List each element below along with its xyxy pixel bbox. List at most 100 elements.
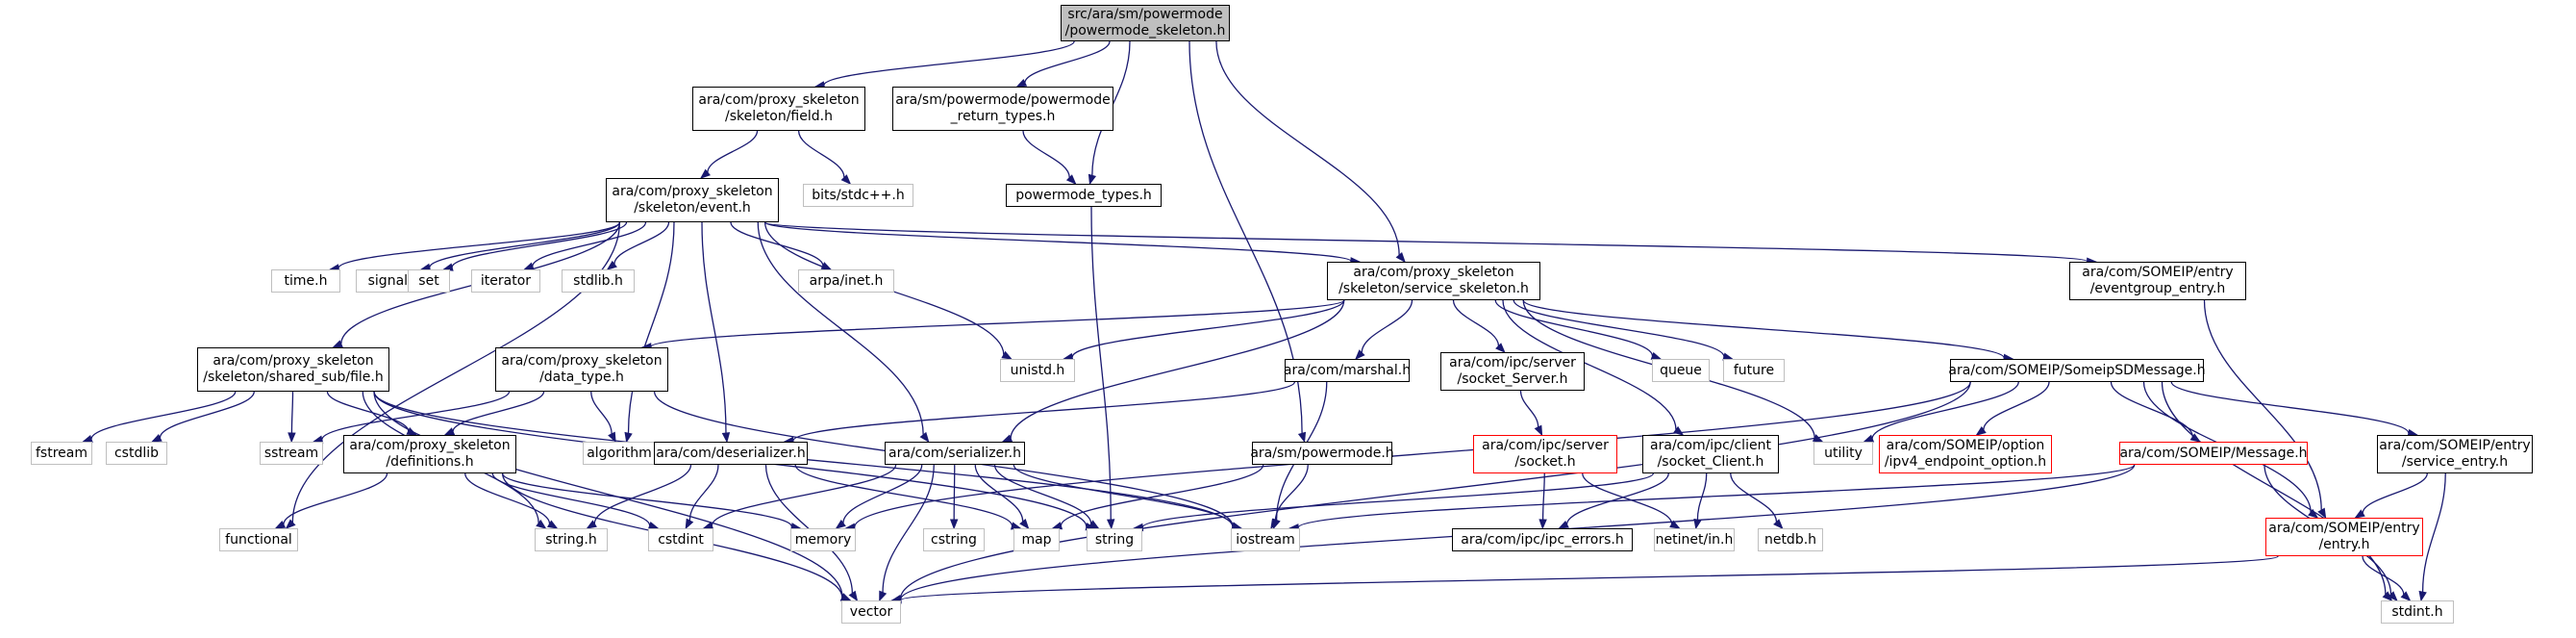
arrowhead-sdmsg-to-entry (2308, 508, 2319, 519)
edge-ser-to-cstdint (711, 464, 897, 526)
node-data-type-h[interactable]: ara/com/proxy_skeleton/data_type.h (495, 347, 668, 392)
node-netinet-in-h[interactable]: netinet/in.h (1654, 528, 1735, 551)
edge-dtype-to-defs (452, 391, 545, 432)
node-powermode-types-h[interactable]: powermode_types.h (1006, 184, 1162, 207)
arrowhead-shfile-to-cstdlib (151, 434, 163, 443)
node-iterator[interactable]: iterator (471, 269, 540, 293)
edge-sockcli-to-string (1141, 472, 1655, 528)
node-someip-sd-message-h[interactable]: ara/com/SOMEIP/SomeipSDMessage.h (1948, 359, 2206, 382)
node-memory[interactable]: memory (790, 528, 856, 551)
arrowhead-svc-to-ser (1001, 434, 1013, 443)
arrowhead-smpm-to-iostream (1270, 518, 1280, 530)
node-socket-h[interactable]: ara/com/ipc/server/socket.h (1473, 435, 1617, 473)
edge-sdmsg-to-message (2110, 381, 2193, 438)
node-string-h[interactable]: string.h (535, 528, 608, 551)
edge-defs-to-functional (283, 472, 388, 525)
node-socket-server-h[interactable]: ara/com/ipc/server/socket_Server.h (1440, 352, 1585, 391)
node-marshal-h[interactable]: ara/com/marshal.h (1284, 359, 1411, 382)
edge-svcentry-to-entry (2362, 472, 2428, 514)
node-netdb-h[interactable]: netdb.h (1758, 528, 1823, 551)
arrowhead-event-to-functional (285, 519, 296, 529)
node-utility[interactable]: utility (1813, 442, 1873, 465)
edge-svcentry-to-stdint (2421, 472, 2446, 593)
arrowhead-sockcli-to-ipcerr (1558, 520, 1569, 529)
node-powermode-return-types-h[interactable]: ara/sm/powermode/powermode_return_types.… (892, 87, 1113, 131)
edge-defs-to-cstdint (491, 472, 651, 526)
edge-deser-to-map (794, 464, 1013, 526)
edge-smpm-to-iostream (1274, 464, 1309, 522)
edge-event-to-iterator (532, 221, 647, 267)
node-cstdlib[interactable]: cstdlib (106, 442, 167, 465)
node-powermode-skeleton-h[interactable]: src/ara/sm/powermode/powermode_skeleton.… (1061, 5, 1230, 41)
node-stdlib-h[interactable]: stdlib.h (562, 269, 635, 293)
node-string[interactable]: string (1087, 528, 1142, 551)
node-cstdint[interactable]: cstdint (648, 528, 713, 551)
node-field-h[interactable]: ara/com/proxy_skeleton/skeleton/field.h (692, 87, 865, 131)
edge-shfile-to-vector (373, 391, 843, 598)
edge-sdmsg-to-memory (854, 381, 1971, 527)
edge-entry-to-vector (900, 555, 2279, 601)
node-deserializer-h[interactable]: ara/com/deserializer.h (654, 442, 808, 465)
node-stdint-h[interactable]: stdint.h (2381, 600, 2454, 624)
edge-sdmsg-to-ipv4 (1983, 381, 2050, 430)
node-arpa-inet-h[interactable]: arpa/inet.h (798, 269, 894, 293)
edge-event-to-algorithm (627, 221, 675, 434)
node-unistd-h[interactable]: unistd.h (1000, 359, 1075, 382)
node-cstring[interactable]: cstring (923, 528, 985, 551)
node-algorithm[interactable]: algorithm (583, 442, 656, 465)
node-bits-stdcpp-h[interactable]: bits/stdc++.h (803, 184, 913, 207)
node-service-entry-h[interactable]: ara/com/SOMEIP/entry/service_entry.h (2377, 435, 2533, 473)
node-entry-h[interactable]: ara/com/SOMEIP/entry/entry.h (2265, 518, 2423, 556)
node-ipv4-endpoint-option-h[interactable]: ara/com/SOMEIP/option/ipv4_endpoint_opti… (1879, 435, 2052, 473)
edge-deser-to-cstdint (688, 464, 719, 522)
node-map[interactable]: map (1013, 528, 1060, 551)
arrowhead-ser-to-vector (879, 590, 888, 602)
edge-shfile-to-fstream (90, 391, 237, 440)
node-iostream[interactable]: iostream (1231, 528, 1300, 551)
node-shared-sub-file-h[interactable]: ara/com/proxy_skeleton/skeleton/shared_s… (197, 347, 389, 392)
node-sstream[interactable]: sstream (260, 442, 323, 465)
node-functional[interactable]: functional (219, 528, 298, 551)
node-eventgroup-entry-h[interactable]: ara/com/SOMEIP/entry/eventgroup_entry.h (2069, 262, 2246, 300)
arrowhead-defs-to-functional (274, 521, 287, 529)
arrowhead-root-to-smpm (1297, 431, 1307, 444)
arrowhead-svcentry-to-entry (2354, 509, 2365, 519)
edge-ser-to-map (974, 464, 1024, 523)
edge-defs-to-memory (501, 472, 792, 527)
node-vector[interactable]: vector (841, 600, 901, 624)
node-queue[interactable]: queue (1652, 359, 1710, 382)
edge-svc-to-queue (1494, 299, 1654, 357)
node-time-h[interactable]: time.h (271, 269, 340, 293)
node-set[interactable]: set (408, 269, 450, 293)
edge-root-to-field (823, 40, 1075, 87)
edge-event-to-deser (701, 221, 727, 434)
edge-dtype-to-sstream (321, 391, 511, 441)
node-service-skeleton-h[interactable]: ara/com/proxy_skeleton/skeleton/service_… (1327, 262, 1540, 300)
node-ipc-errors-h[interactable]: ara/com/ipc/ipc_errors.h (1452, 528, 1633, 551)
edge-socket-to-netinet (1582, 472, 1673, 524)
arrowhead-sockserv-to-socket (1534, 424, 1543, 437)
arrowhead-ser-to-memory (835, 519, 846, 529)
node-fstream[interactable]: fstream (31, 442, 92, 465)
arrowhead-svc-to-sockserv (1495, 343, 1506, 353)
arrowhead-root-to-svc (1395, 252, 1406, 264)
node-socket-client-h[interactable]: ara/com/ipc/client/socket_Client.h (1642, 435, 1779, 473)
arrowhead-event-to-unistd (1001, 350, 1013, 360)
edge-field-to-bits (797, 130, 845, 178)
arrowhead-root-to-pmtypes (1088, 173, 1097, 186)
edge-svc-to-sdmsg (1522, 299, 2005, 359)
node-definitions-h[interactable]: ara/com/proxy_skeleton/definitions.h (343, 435, 516, 473)
arrowhead-event-to-arpa (820, 262, 833, 270)
node-serializer-h[interactable]: ara/com/serializer.h (885, 442, 1025, 465)
arrowhead-event-to-deser (721, 432, 731, 444)
node-message-h[interactable]: ara/com/SOMEIP/Message.h (2119, 442, 2308, 465)
node-sm-powermode-h[interactable]: ara/sm/powermode.h (1250, 442, 1394, 465)
edge-event-to-time (338, 221, 621, 269)
node-future[interactable]: future (1723, 359, 1785, 382)
edge-sockserv-to-socket (1519, 390, 1539, 427)
edge-svc-to-marshal (1361, 299, 1413, 353)
node-event-h[interactable]: ara/com/proxy_skeleton/skeleton/event.h (606, 178, 779, 222)
edge-ser-to-memory (842, 464, 923, 523)
